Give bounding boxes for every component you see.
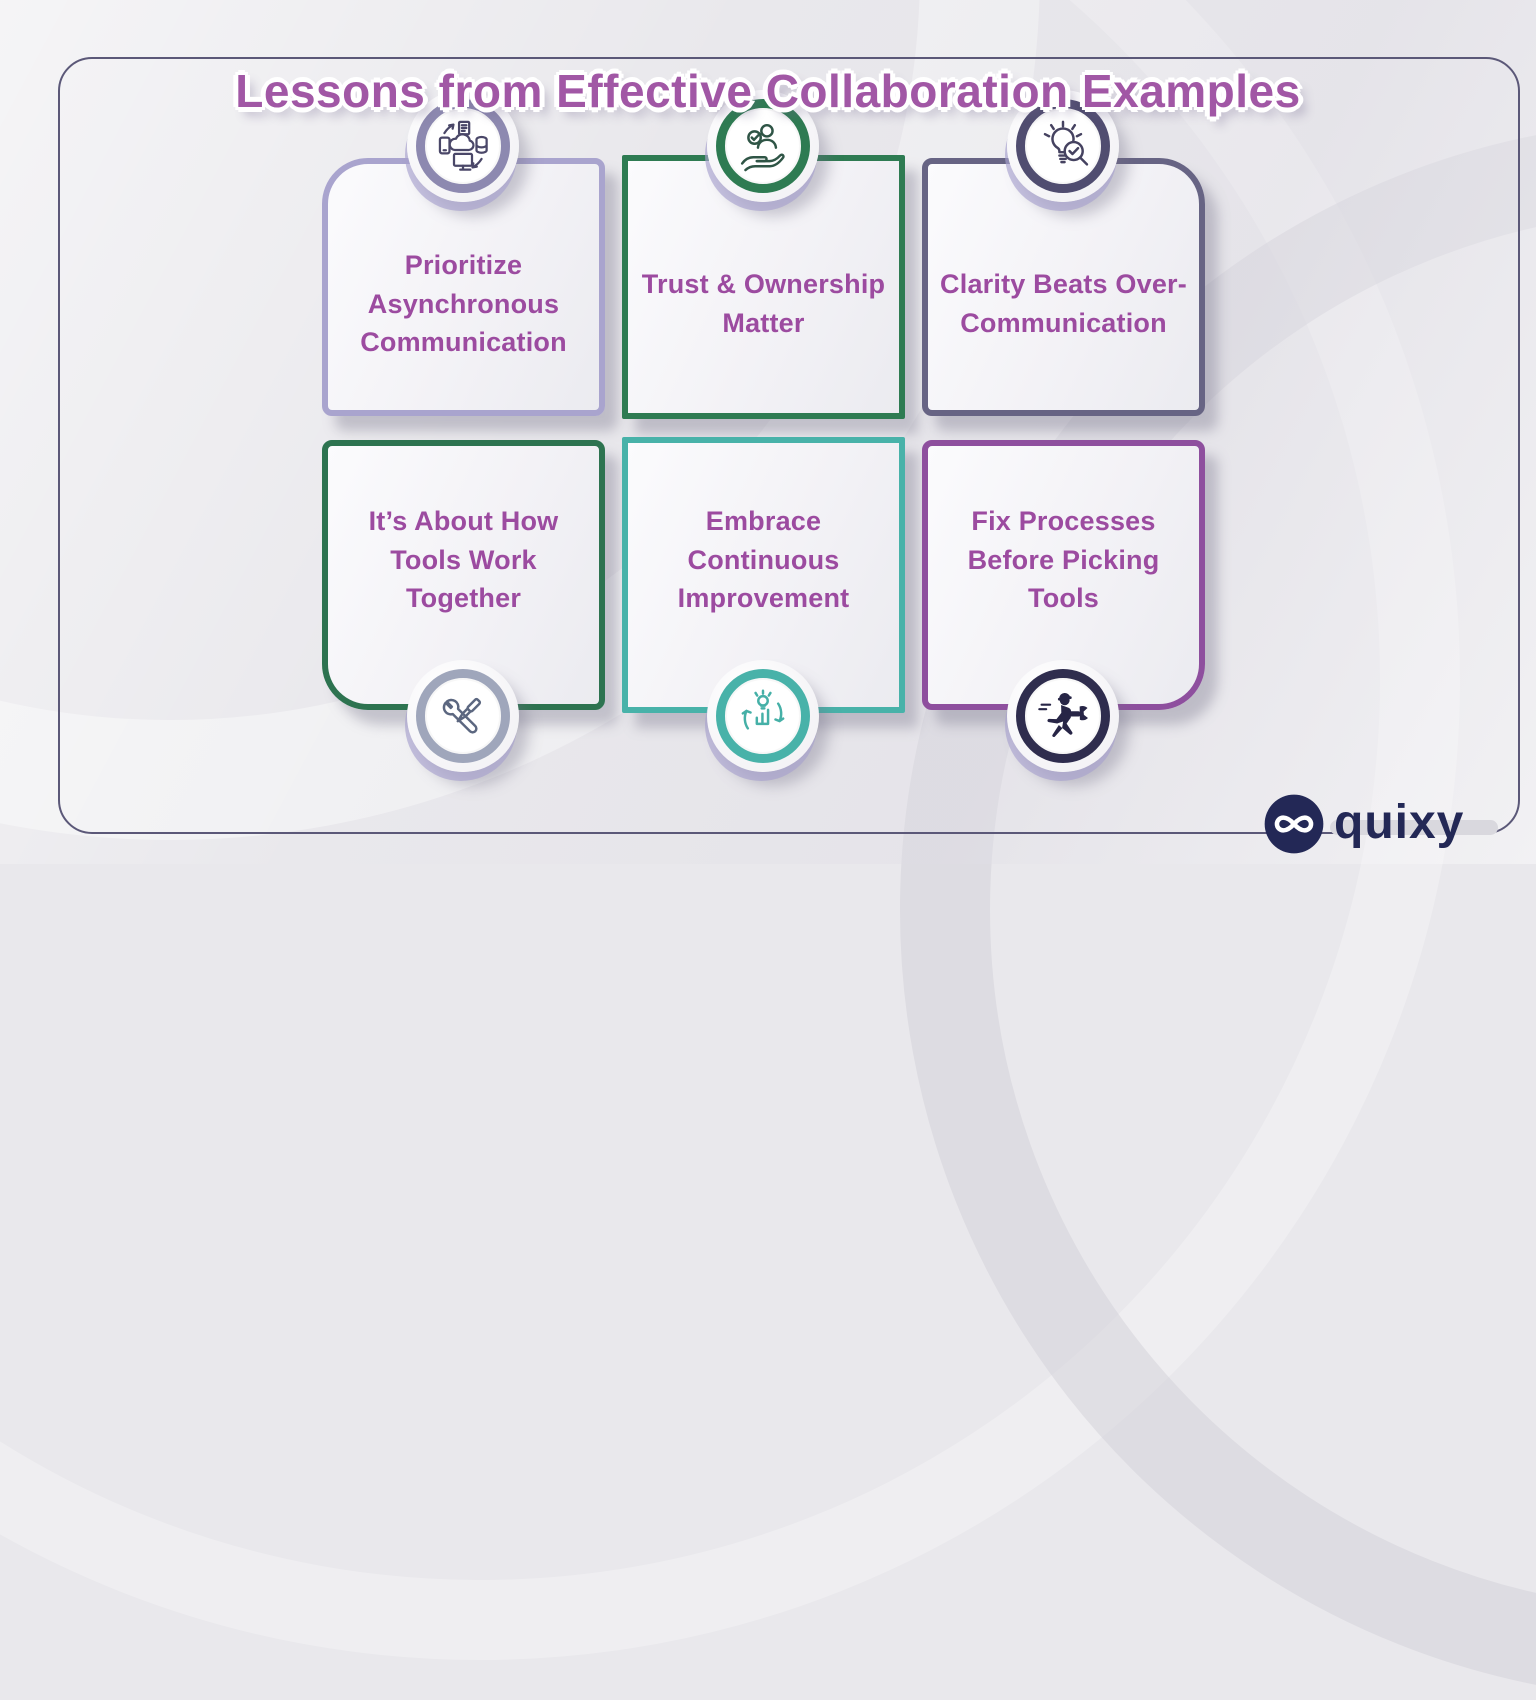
- card-label: Fix Processes Before Picking Tools: [967, 505, 1160, 614]
- devices-sync-icon: [438, 120, 488, 171]
- card-label: It’s About How Tools Work Together: [368, 505, 559, 614]
- badge-running-repair: [1007, 660, 1119, 772]
- quixy-logo: quixy: [1262, 792, 1464, 856]
- badge-continuous-improvement: [707, 660, 819, 772]
- quixy-infinity-icon: [1264, 794, 1324, 854]
- trust-hand-icon: [740, 123, 785, 172]
- card-label: Prioritize Asynchronous Communication: [360, 249, 567, 358]
- page-title: Lessons from Effective Collaboration Exa…: [235, 64, 1301, 117]
- running-repair-icon: [1038, 692, 1088, 738]
- card-label: Trust & Ownership Matter: [641, 269, 886, 338]
- card-label: Embrace Continuous Improvement: [677, 505, 850, 614]
- logo-text: quixy: [1334, 795, 1465, 849]
- tools-icon: [442, 697, 482, 734]
- badge-tools: [407, 660, 519, 772]
- continuous-improvement-icon: [741, 689, 785, 730]
- card-label: Clarity Beats Over-Communication: [940, 269, 1187, 338]
- idea-clarity-icon: [1043, 120, 1089, 166]
